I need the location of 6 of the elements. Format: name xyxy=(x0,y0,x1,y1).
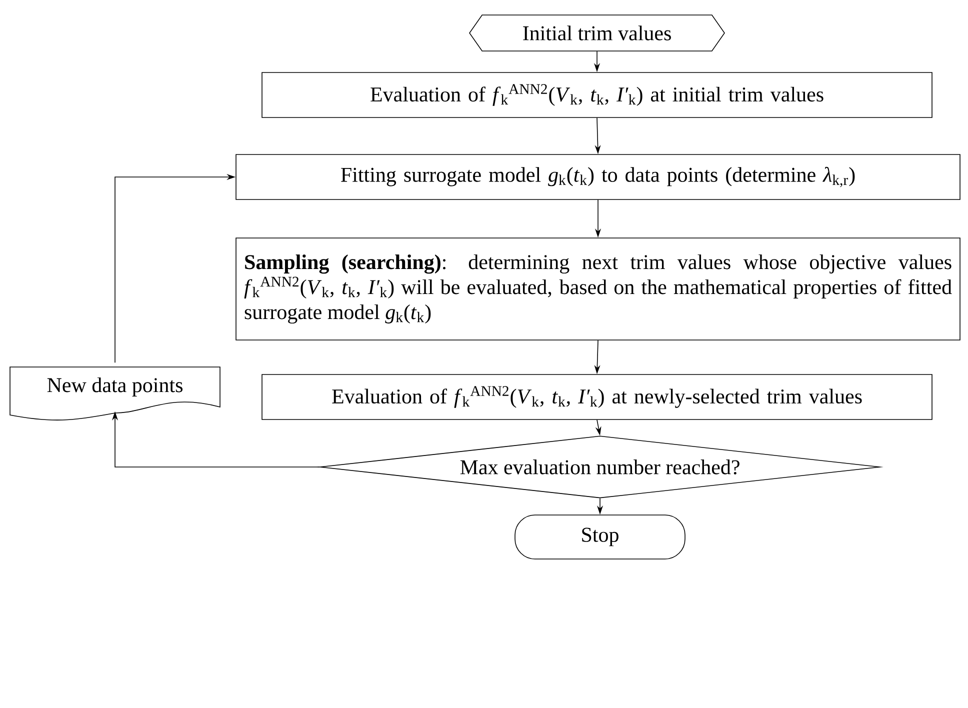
stop-terminal: Stop xyxy=(514,514,686,560)
process-box: Sampling (searching): determining next trim values whose objective values f$_{k}$$^{ANN2}$(V$_{k}$, t$_{k}$, I′$_{k}$) will be evaluated, based on the mathematical properties of fitted surrogate model g$_{k}$(t$_{k}$) xyxy=(236,238,960,340)
process-box: Evaluation of f$_{k}$$^{ANN2}$(V$_{k}$, t$_{k}$, I′$_{k}$) at newly-selected trim values xyxy=(262,374,932,420)
process-box: Fitting surrogate model g$_{k}$(t$_{k}$) to data points (determine λ$_{k,r}$) xyxy=(236,154,960,200)
process-box: Evaluation of f$_{k}$$^{ANN2}$(V$_{k}$, t$_{k}$, I′$_{k}$) at initial trim values xyxy=(262,72,932,118)
start-terminal: Initial trim values xyxy=(469,14,725,52)
